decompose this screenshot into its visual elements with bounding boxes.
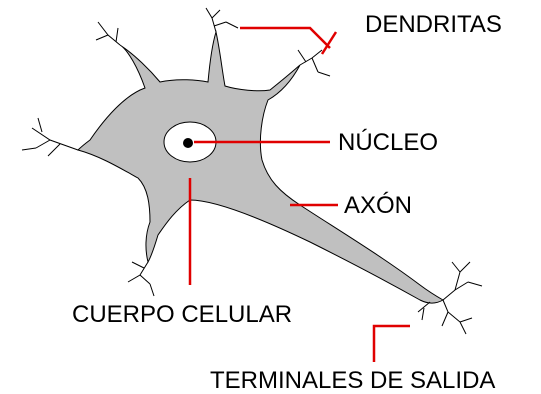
label-nucleo: NÚCLEO (338, 129, 438, 156)
leader-line-dendritas-1 (240, 28, 330, 48)
label-cuerpo-celular: CUERPO CELULAR (72, 301, 292, 328)
label-terminales-de-salida: TERMINALES DE SALIDA (210, 367, 495, 394)
nucleolus-dot (183, 138, 193, 148)
label-axon: AXÓN (344, 192, 412, 219)
leader-line-terminales (374, 326, 410, 362)
label-dendritas: DENDRITAS (365, 11, 502, 38)
neuron-illustration (22, 8, 482, 334)
